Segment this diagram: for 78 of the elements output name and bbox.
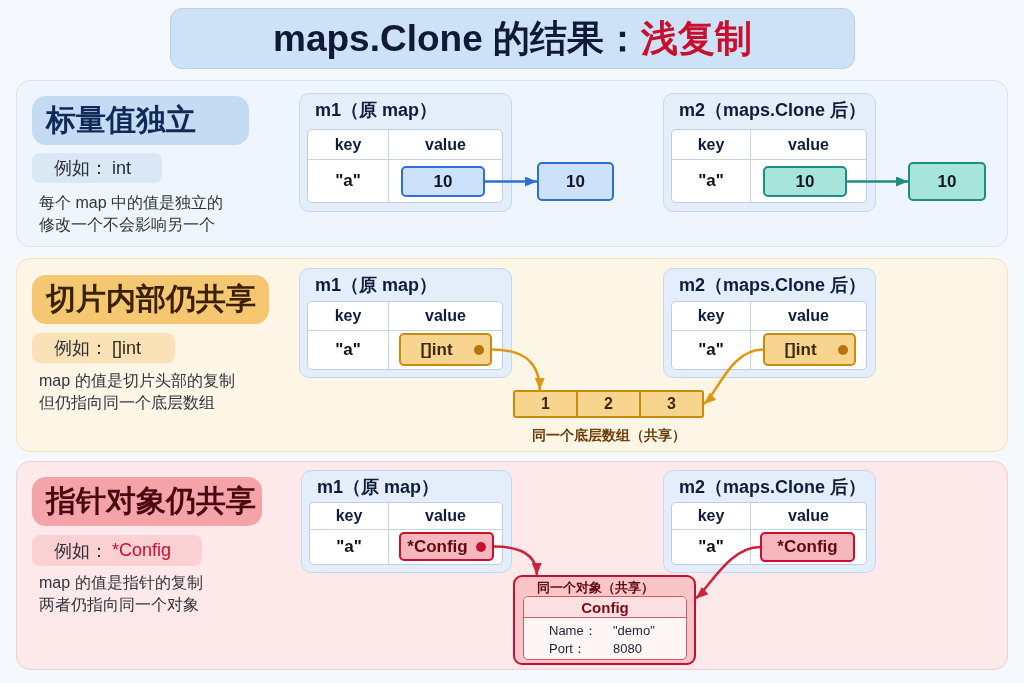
type-name: *Config: [112, 540, 172, 561]
object-caption: 同一个对象（共享）: [537, 579, 655, 596]
table-cell: "a": [308, 160, 389, 202]
title-banner: maps.Clone 的结果：浅复制: [170, 8, 855, 69]
panel-title: m2（maps.Clone 后）: [679, 476, 868, 498]
table-header-cell: value: [389, 503, 502, 530]
array-element: 2: [576, 392, 639, 416]
arrow: [695, 545, 761, 600]
section-panel: [16, 461, 1008, 670]
map-panel: [663, 93, 876, 212]
panel-title: m1（原 map）: [315, 99, 439, 121]
value-box: 10: [401, 166, 485, 197]
panel-title: m1（原 map）: [315, 274, 439, 296]
example-pill: [32, 333, 175, 363]
field-value: "demo": [613, 622, 656, 639]
description-text: map 的值是指针的复制两者仍指向同一个对象: [39, 573, 204, 615]
panel-title: m2（maps.Clone 后）: [679, 99, 868, 121]
arrow: [493, 545, 542, 576]
arrow: [485, 176, 537, 187]
table-header-cell: key: [308, 302, 389, 331]
table-cell: "a": [672, 530, 751, 564]
value-label: []int: [420, 339, 453, 360]
table-header-cell: value: [751, 130, 866, 160]
field-name: Port：: [549, 640, 587, 657]
type-name: []int: [112, 337, 141, 359]
example-label: 例如：: [54, 337, 108, 360]
array-box: [513, 390, 704, 418]
map-panel: [301, 470, 512, 573]
table-header-cell: key: [672, 302, 751, 331]
value-label: []int: [784, 339, 817, 360]
table-cell: "a": [672, 331, 751, 369]
value-box: 10: [537, 162, 614, 201]
array-element: 1: [540, 394, 551, 414]
description-text: map 的值是切片头部的复制但仍指向同一个底层数组: [39, 371, 236, 413]
value-box: 10: [908, 162, 986, 201]
example-label: 例如：: [54, 157, 108, 180]
value-box: 10: [763, 166, 847, 197]
panel-title: m2（maps.Clone 后）: [679, 274, 868, 296]
table-cell: "a": [308, 331, 389, 369]
value-box: [763, 333, 856, 366]
heading-pill: 切片内部仍共享: [32, 275, 269, 324]
heading-pill: 指针对象仍共享: [32, 477, 262, 526]
struct-card: [523, 596, 687, 660]
arrow: [703, 348, 764, 405]
field-name: Name：: [549, 622, 598, 639]
map-panel: [299, 93, 512, 212]
object-box: [513, 575, 696, 665]
section-panel: [16, 80, 1008, 247]
table-cell: "a": [310, 530, 389, 564]
section-panel: [16, 258, 1008, 452]
table-header-cell: value: [389, 130, 502, 160]
description-text: 每个 map 中的值是独立的修改一个不会影响另一个: [39, 193, 224, 235]
table-cell: "a": [672, 160, 751, 202]
value-box: *Config: [760, 532, 855, 562]
table-header-cell: value: [751, 302, 866, 331]
field-value: 8080: [613, 640, 643, 657]
caption-text: 同一个底层数组（共享）: [530, 426, 687, 444]
arrow: [847, 176, 908, 187]
map-panel: [663, 268, 876, 378]
array-element: 3: [639, 392, 702, 416]
example-pill: [32, 535, 202, 566]
value-box: [399, 333, 492, 366]
arrow: [491, 348, 545, 391]
table-header-cell: key: [310, 503, 389, 530]
example-label: 例如：: [54, 539, 108, 563]
heading-pill: 标量值独立: [32, 96, 249, 145]
table-header-cell: value: [751, 503, 866, 530]
table-header-cell: key: [672, 503, 751, 530]
table-header-cell: key: [308, 130, 389, 160]
table-header-cell: value: [389, 302, 502, 331]
card-header: Config: [524, 597, 686, 618]
value-box: [399, 532, 494, 561]
map-panel: [299, 268, 512, 378]
panel-title: m1（原 map）: [317, 476, 441, 498]
table-header-cell: key: [672, 130, 751, 160]
type-name: int: [112, 157, 131, 179]
value-label: *Config: [407, 536, 468, 557]
map-panel: [663, 470, 876, 573]
